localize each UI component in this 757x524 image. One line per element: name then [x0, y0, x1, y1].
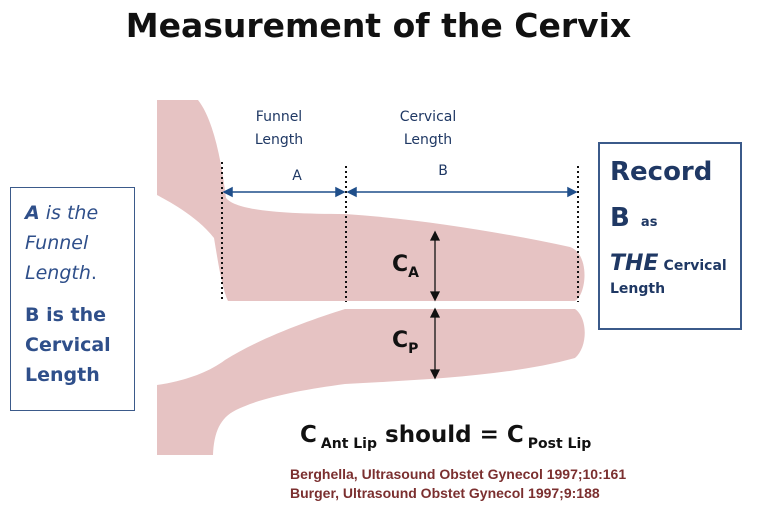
equation-middle: should = C — [377, 422, 524, 448]
left-box-line6: Length — [25, 360, 134, 390]
record-length: Length — [610, 281, 666, 297]
left-definition-box: A is the Funnel Length. B is the Cervica… — [10, 187, 135, 411]
record-the-line: THE Cervical — [610, 251, 740, 279]
left-box-line4: B is the — [25, 300, 134, 330]
equation-sub1: Ant Lip — [320, 436, 377, 452]
left-box-line5: Cervical — [25, 330, 134, 360]
ca-main: C — [392, 252, 409, 277]
cervix-anterior-lip-shape — [157, 100, 585, 301]
cervical-label-line2: Length — [403, 132, 453, 148]
cp-arrow — [429, 307, 441, 380]
left-box-line1-rest: is the — [39, 202, 99, 224]
equation-c1: C — [300, 422, 317, 448]
reference-1: Berghella, Ultrasound Obstet Gynecol 199… — [290, 466, 627, 482]
left-box-line1: A is the — [25, 198, 134, 228]
equation-sub2: Post Lip — [527, 436, 592, 452]
label-ca: CA — [392, 252, 419, 281]
label-cp: CP — [392, 328, 418, 357]
left-box-funnel: Funnel — [25, 232, 89, 254]
ca-arrow — [429, 230, 441, 302]
record-b: B — [610, 203, 630, 233]
left-box-cervical: Cervical — [25, 334, 111, 356]
left-box-b-is-the: B is the — [25, 304, 107, 326]
left-box-line3: Length. — [25, 258, 134, 288]
record-the: THE — [610, 251, 659, 276]
cervix-posterior-lip-shape — [157, 309, 585, 455]
record-heading: Record — [610, 157, 713, 187]
funnel-label-line1: Funnel — [255, 109, 303, 125]
page-title: Measurement of the Cervix — [125, 6, 632, 45]
label-b: B — [438, 163, 448, 179]
cervical-length-label: Cervical Length — [388, 106, 468, 152]
cp-sub: P — [408, 341, 419, 357]
label-a: A — [292, 168, 302, 184]
left-box-length: Length — [25, 262, 91, 284]
record-b-line: B as — [610, 202, 740, 239]
cervical-length-arrow — [346, 186, 578, 198]
cp-main: C — [392, 328, 409, 353]
right-record-box: Record B as THE Cervical Length — [598, 142, 742, 330]
ca-sub: A — [408, 265, 419, 281]
left-box-length-2: Length — [25, 364, 100, 386]
record-as: as — [640, 215, 658, 230]
funnel-length-label: Funnel Length — [244, 106, 314, 152]
funnel-label-line2: Length — [254, 132, 304, 148]
left-box-line2: Funnel — [25, 228, 134, 258]
cervical-label-line1: Cervical — [399, 109, 457, 125]
record-cervical: Cervical — [663, 258, 727, 274]
funnel-length-arrow — [222, 186, 346, 198]
left-box-a-letter: A — [25, 202, 40, 224]
left-box-period: . — [90, 262, 97, 284]
reference-2: Burger, Ultrasound Obstet Gynecol 1997;9… — [290, 485, 600, 501]
